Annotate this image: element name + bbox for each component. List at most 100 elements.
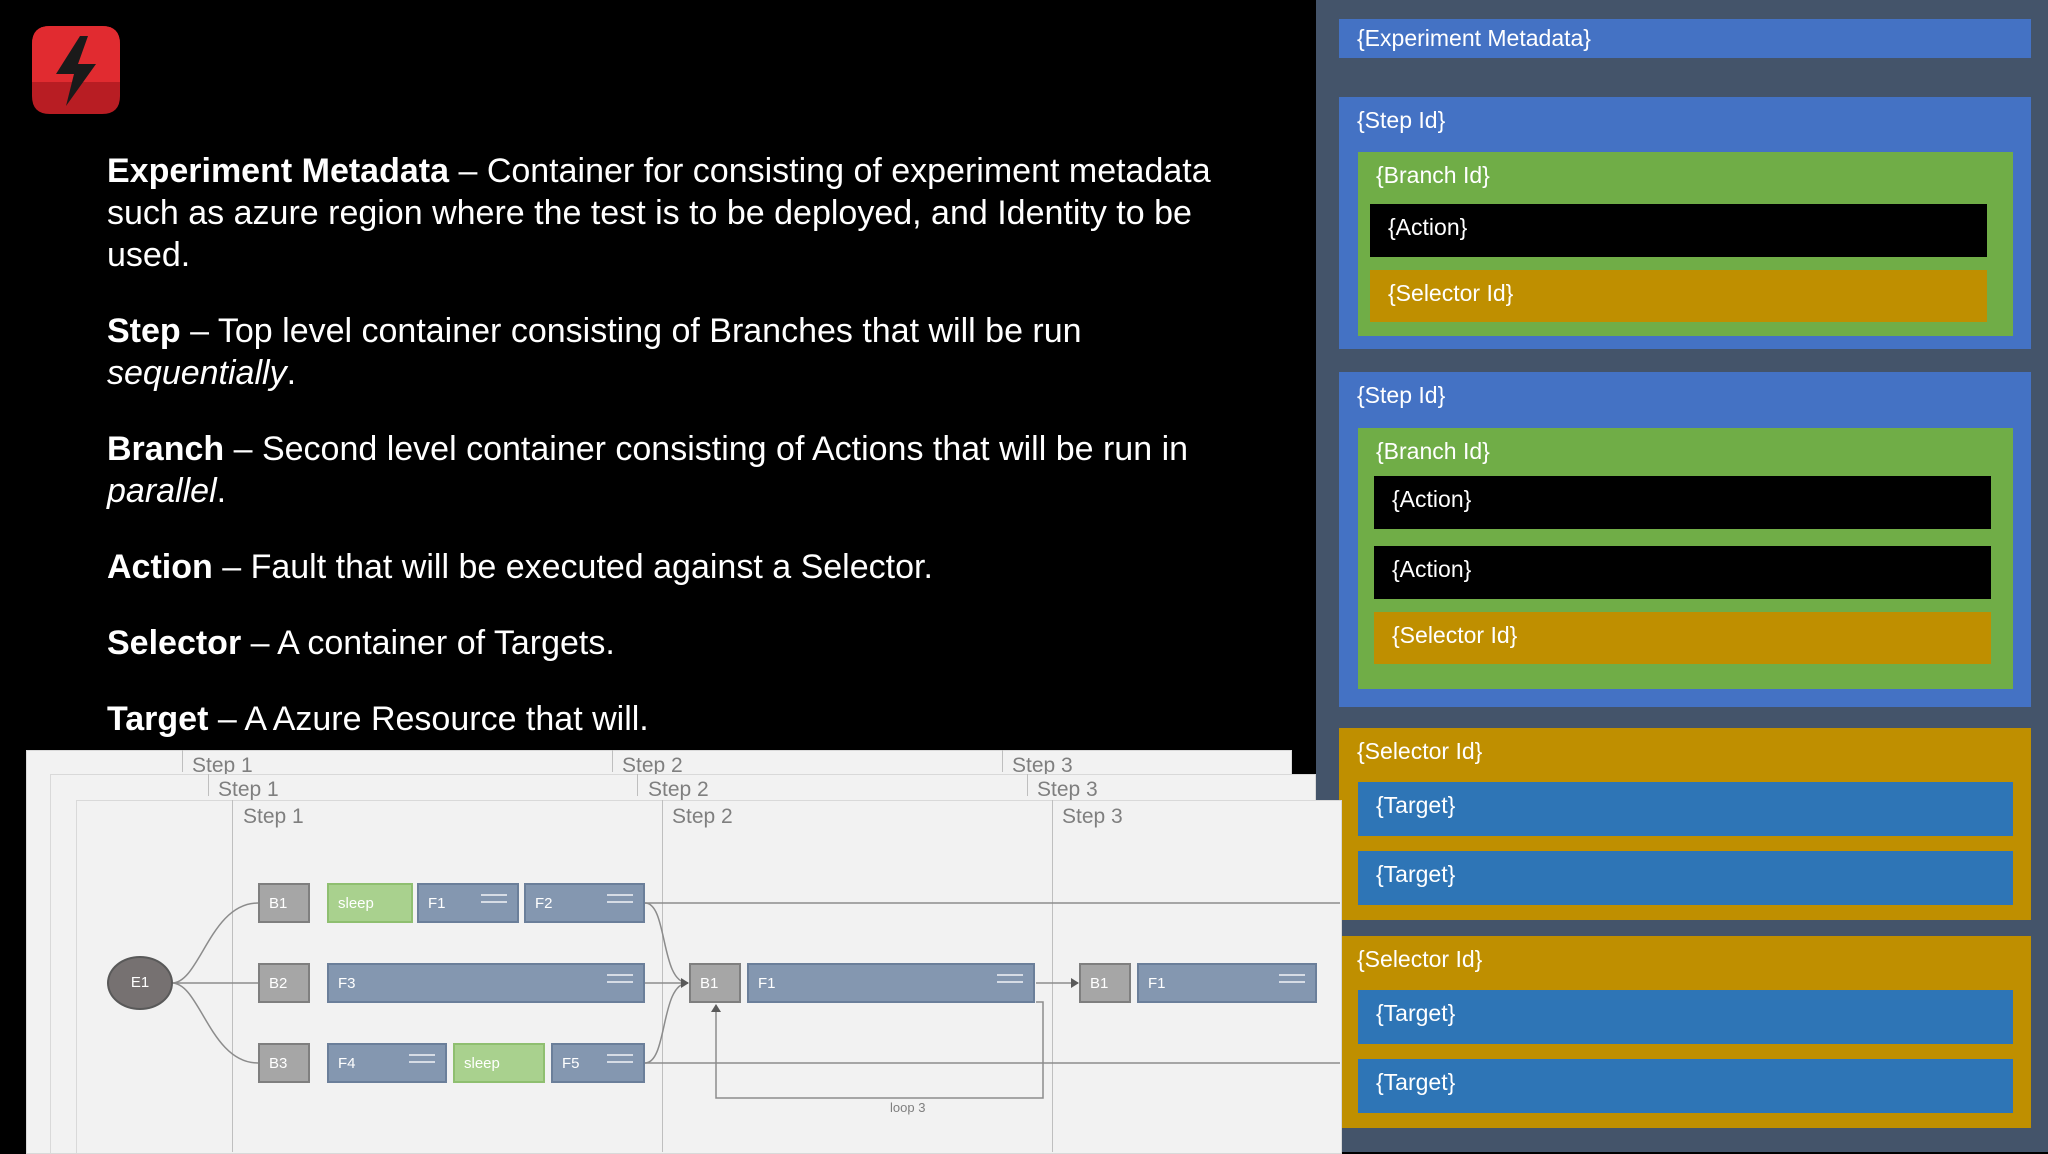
step-label: Step 2 (648, 778, 709, 801)
experiment-node: E1 (107, 956, 173, 1010)
fault-label: F1 (428, 895, 446, 912)
step-divider (232, 800, 233, 1152)
connector-lines (171, 898, 1340, 1099)
target-box: {Target} (1358, 851, 2013, 905)
action-box: {Action} (1374, 546, 1991, 599)
description: A Azure Resource that will. (244, 700, 649, 738)
box-label: {Selector Id} (1357, 946, 1483, 972)
step-label: Step 1 (218, 778, 279, 801)
selector-ref-box: {Selector Id} (1374, 612, 1991, 664)
fault-label: F5 (562, 1055, 580, 1072)
fault-label: F1 (1148, 975, 1166, 992)
emphasis: sequentially (107, 354, 287, 392)
step-divider (612, 750, 613, 772)
description: Fault that will be executed against a Se… (250, 548, 933, 586)
fault-node: F3 (327, 963, 645, 1003)
separator: – (241, 624, 278, 662)
box-label: {Selector Id} (1357, 738, 1483, 764)
step-label: Step 1 (243, 805, 304, 828)
branch-node: B1 (1079, 963, 1131, 1003)
punctuation: . (216, 472, 227, 510)
menu-lines-icon (481, 894, 507, 908)
fault-node: F1 (747, 963, 1035, 1003)
menu-lines-icon (997, 974, 1023, 988)
definition-branch: Branch – Second level container consisti… (107, 428, 1217, 512)
fault-label: F2 (535, 895, 553, 912)
description: Container for consisting of experiment m… (107, 152, 1211, 274)
step-divider (208, 774, 209, 796)
step-label: Step 2 (622, 754, 683, 777)
box-label: {Action} (1388, 214, 1468, 240)
experiment-metadata-box: {Experiment Metadata} (1339, 19, 2031, 58)
box-label: {Step Id} (1357, 107, 1446, 133)
term: Experiment Metadata (107, 152, 449, 190)
box-label: {Branch Id} (1376, 162, 1490, 188)
branch-node: B3 (258, 1043, 310, 1083)
definition-action: Action – Fault that will be executed aga… (107, 546, 1217, 588)
term: Selector (107, 624, 242, 662)
term: Step (107, 312, 181, 350)
branch-node: B1 (689, 963, 741, 1003)
action-box: {Action} (1374, 476, 1991, 529)
step-label: Step 1 (192, 754, 253, 777)
term: Target (107, 700, 209, 738)
fault-node: F1 (417, 883, 519, 923)
emphasis: parallel (107, 472, 217, 510)
fault-node: F1 (1137, 963, 1317, 1003)
step-divider (182, 750, 183, 772)
branch-node: B2 (258, 963, 310, 1003)
structure-panel: {Experiment Metadata} {Step Id} {Branch … (1316, 0, 2048, 1152)
step-divider (1052, 800, 1053, 1152)
punctuation: . (286, 354, 297, 392)
term: Action (107, 548, 213, 586)
fault-node: F2 (524, 883, 645, 923)
definition-experiment-metadata: Experiment Metadata – Container for cons… (107, 150, 1217, 276)
workflow-diagram: Step 1 Step 2 Step 3 Step 1 Step 2 Step … (0, 740, 1342, 1154)
action-box: {Action} (1370, 204, 1987, 257)
fault-node: F5 (551, 1043, 645, 1083)
step-label: Step 3 (1062, 805, 1123, 828)
sleep-node: sleep (453, 1043, 545, 1083)
box-label: {Branch Id} (1376, 438, 1490, 464)
step-label: Step 3 (1037, 778, 1098, 801)
target-box: {Target} (1358, 990, 2013, 1044)
branch-node: B1 (258, 883, 310, 923)
box-label: {Selector Id} (1392, 622, 1518, 648)
step-label: Step 2 (672, 805, 733, 828)
term: Branch (107, 430, 225, 468)
menu-lines-icon (607, 894, 633, 908)
description: A container of Targets. (277, 624, 615, 662)
definition-selector: Selector – A container of Targets. (107, 622, 1217, 664)
target-box: {Target} (1358, 782, 2013, 836)
separator: – (449, 152, 487, 190)
fault-label: F3 (338, 975, 356, 992)
selector-ref-box: {Selector Id} (1370, 270, 1987, 322)
definitions-list: Experiment Metadata – Container for cons… (107, 150, 1217, 774)
target-box: {Target} (1358, 1059, 2013, 1113)
step-divider (637, 774, 638, 796)
box-label: {Selector Id} (1388, 280, 1514, 306)
separator: – (224, 430, 262, 468)
sleep-node: sleep (327, 883, 413, 923)
step-divider (1002, 750, 1003, 772)
description: Top level container consisting of Branch… (217, 312, 1082, 350)
box-label: {Step Id} (1357, 382, 1446, 408)
box-label: {Experiment Metadata} (1357, 25, 1591, 51)
step-divider (1027, 774, 1028, 796)
box-label: {Target} (1376, 861, 1456, 887)
menu-lines-icon (409, 1054, 435, 1068)
box-label: {Action} (1392, 556, 1472, 582)
fault-node: F4 (327, 1043, 447, 1083)
fault-label: F4 (338, 1055, 356, 1072)
box-label: {Target} (1376, 1069, 1456, 1095)
lightning-bolt-icon (32, 26, 120, 114)
definition-step: Step – Top level container consisting of… (107, 310, 1217, 394)
box-label: {Target} (1376, 792, 1456, 818)
loop-label: loop 3 (890, 1100, 926, 1115)
step-label: Step 3 (1012, 754, 1073, 777)
step-divider (662, 800, 663, 1152)
separator: – (208, 700, 245, 738)
definition-target: Target – A Azure Resource that will. (107, 698, 1217, 740)
box-label: {Action} (1392, 486, 1472, 512)
